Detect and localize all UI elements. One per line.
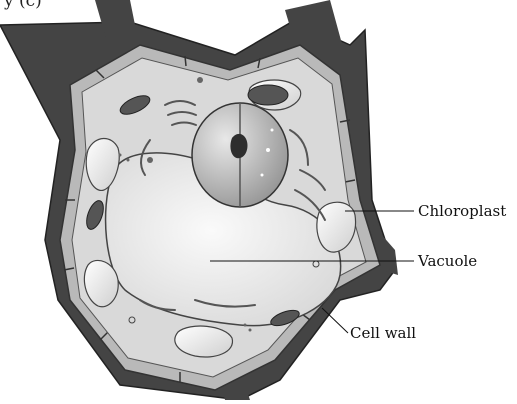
label-vacuole: Vacuole — [417, 252, 477, 270]
label-chloroplast: Chloroplast — [418, 202, 506, 220]
label-cell-wall: Cell wall — [350, 324, 416, 342]
nucleus — [192, 103, 288, 207]
partial-caption: y (c) — [4, 0, 42, 11]
